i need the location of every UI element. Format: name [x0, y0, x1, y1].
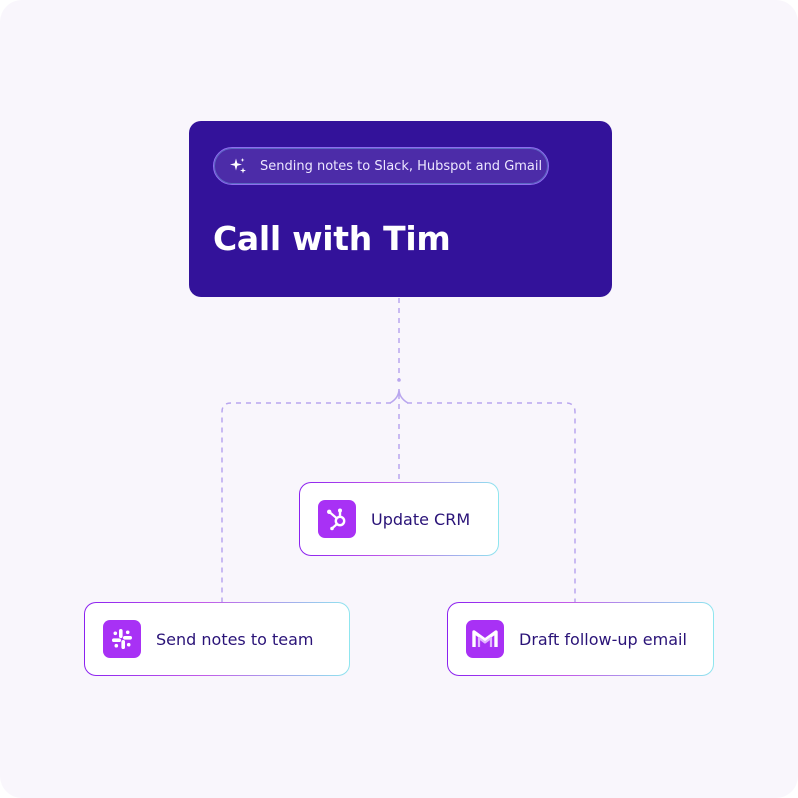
status-text: Sending notes to Slack, Hubspot and Gmai… [260, 158, 543, 174]
task-label: Send notes to team [156, 629, 314, 649]
sparkle-icon [230, 158, 246, 174]
slack-icon [103, 620, 141, 658]
status-pill: Sending notes to Slack, Hubspot and Gmai… [213, 147, 549, 185]
task-send-notes[interactable]: Send notes to team [84, 602, 350, 676]
connector-merge-arrow [389, 388, 409, 404]
connector-hub-to-slack [221, 402, 391, 602]
meeting-card[interactable]: Sending notes to Slack, Hubspot and Gmai… [189, 121, 612, 297]
gmail-icon [466, 620, 504, 658]
task-label: Update CRM [371, 509, 471, 529]
task-draft-email[interactable]: Draft follow-up email [447, 602, 714, 676]
task-update-crm[interactable]: Update CRM [299, 482, 499, 556]
hubspot-icon [318, 500, 356, 538]
connector-hub-to-email [407, 402, 576, 602]
meeting-title: Call with Tim [213, 219, 451, 258]
task-label: Draft follow-up email [519, 629, 687, 649]
